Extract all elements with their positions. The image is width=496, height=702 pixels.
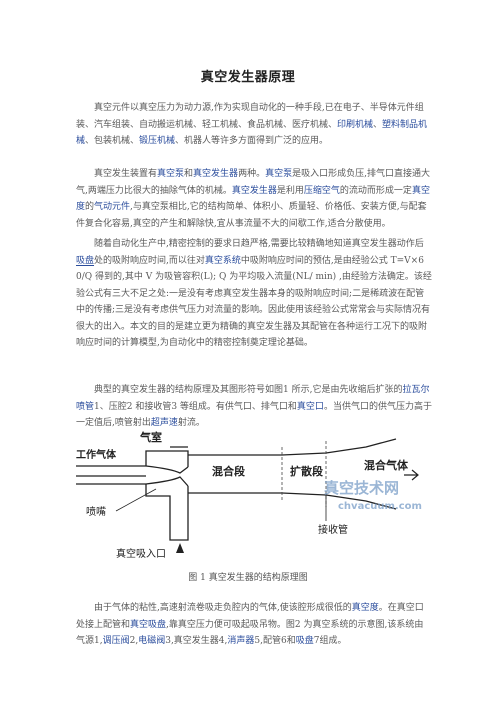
- label-mixed-gas: 混合气体: [364, 458, 409, 472]
- link-vacuum-generator-2[interactable]: 真空发生器: [231, 185, 277, 196]
- watermark-url: chvacuum.com: [338, 501, 422, 512]
- link-vacuum-system[interactable]: 真空系统: [204, 255, 241, 266]
- link-vacuum-port[interactable]: 真空口: [296, 401, 324, 412]
- link-plastic-machinery[interactable]: 塑料制品机械: [76, 119, 428, 147]
- paragraph-1: 真空元件以真空压力为动力源,作为实现自动化的一种手段,已在电子、半导体元件组装、…: [76, 103, 428, 147]
- label-diffuser-section: 扩散段: [290, 464, 323, 478]
- label-receiver-tube: 接收管: [318, 523, 348, 536]
- paragraph-3: 随着自动化生产中,精密控制的要求日趋严格,需要比较精确地知道真空发生器动作后吸盘…: [76, 239, 432, 348]
- label-mixing-section: 混合段: [212, 464, 245, 478]
- link-suction-cup-2[interactable]: 吸盘: [295, 636, 314, 646]
- label-vacuum-inlet: 真空吸入口: [116, 547, 166, 559]
- paragraph-2: 真空发生装置有真空泵和真空发生器两种。真空泵是吸入口形成负压,排气口直接通大气,…: [76, 169, 430, 229]
- link-pressure-regulator[interactable]: 调压阀: [102, 636, 130, 646]
- link-muffler[interactable]: 消声器: [227, 636, 255, 646]
- link-suction-cup[interactable]: 吸盘: [76, 255, 95, 266]
- link-pneumatic-components[interactable]: 气动元件: [94, 202, 131, 212]
- figure-vacuum-generator: 混合段 扩散段 接收管 气室 工作气体 喷嘴 混合气体 真空吸入口 真空技术网 …: [76, 430, 422, 559]
- paragraph-4: 典型的真空发生器的结构原理及其图形符号如图1 所示,它是由先收缩后扩张的拉瓦尔喷…: [76, 385, 432, 428]
- figure-caption: 图 1 真空发生器的结构原理图: [188, 573, 308, 583]
- link-vacuum-generator[interactable]: 真空发生器: [193, 169, 239, 179]
- link-vacuum-degree-2[interactable]: 真空度: [351, 603, 379, 613]
- link-forging-machinery[interactable]: 锻压机械: [139, 136, 176, 146]
- link-vacuum-degree[interactable]: 真空度: [76, 185, 430, 213]
- link-printing-machinery[interactable]: 印刷机械: [337, 119, 374, 130]
- label-nozzle: 喷嘴: [86, 506, 106, 518]
- link-vacuum-suction-cup[interactable]: 真空吸盘: [130, 619, 167, 630]
- link-compressed-air[interactable]: 压缩空气: [303, 185, 340, 196]
- paragraph-5: 由于气体的粘性,高速射流卷吸走负腔内的气体,使该腔形成很低的真空度。在真空口处接…: [76, 603, 424, 646]
- watermark-cn: 真空技术网: [324, 479, 399, 497]
- document-title: 真空发生器原理: [200, 70, 296, 85]
- link-vacuum-pump-2[interactable]: 真空泵: [265, 169, 293, 179]
- link-vacuum-pump[interactable]: 真空泵: [157, 169, 185, 179]
- link-solenoid-valve[interactable]: 电磁阀: [138, 636, 166, 646]
- vacuum-arrow-icon: [176, 543, 184, 553]
- outlet-arrow-icon: [404, 469, 419, 481]
- label-working-gas: 工作气体: [76, 448, 117, 461]
- label-gas-chamber: 气室: [139, 430, 162, 444]
- link-supersonic[interactable]: 超声速: [150, 418, 178, 428]
- link-laval-nozzle[interactable]: 拉瓦尔喷管: [76, 385, 430, 412]
